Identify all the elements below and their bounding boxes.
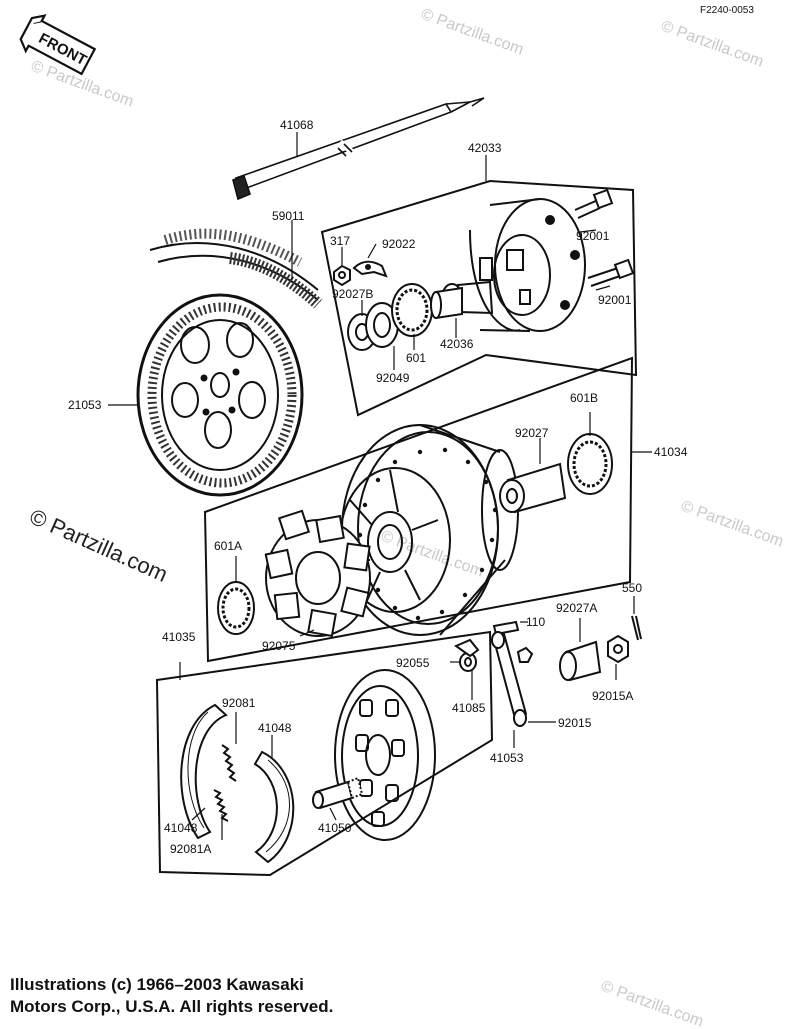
label-317: 317 (330, 234, 350, 248)
sprocket-hub-42033 (441, 198, 586, 332)
copyright-notice: Illustrations (c) 1966–2003 Kawasaki Mot… (10, 974, 570, 1018)
brake-cam-41050 (312, 776, 364, 810)
label-601A: 601A (214, 539, 242, 553)
label-41068: 41068 (280, 118, 314, 132)
label-92055: 92055 (396, 656, 430, 670)
damper-92075 (264, 509, 371, 638)
label-601: 601 (406, 351, 426, 365)
leader-lines (108, 132, 652, 840)
label-42036: 42036 (440, 337, 474, 351)
cotter-pin-550 (631, 615, 642, 641)
label-92075: 92075 (262, 639, 296, 653)
copyright-line-1: Illustrations (c) 1966–2003 Kawasaki (10, 975, 304, 994)
oil-seal-92049 (365, 302, 399, 348)
label-550: 550 (622, 581, 642, 595)
label-92049: 92049 (376, 371, 410, 385)
label-92027: 92027 (515, 426, 549, 440)
watermark-main: © Partzilla.com (26, 504, 172, 587)
bolt-92001-bottom (587, 258, 635, 287)
diagram-code: F2240-0053 (700, 5, 754, 16)
collar-92027A (559, 640, 602, 682)
label-41050: 41050 (318, 821, 352, 835)
spring-92081 (221, 744, 237, 782)
lock-plate-92022 (352, 260, 388, 278)
label-41034: 41034 (654, 445, 688, 459)
brake-panel (334, 669, 436, 841)
label-92027B: 92027B (332, 287, 373, 301)
label-601B: 601B (570, 391, 598, 405)
group-box-42033 (320, 179, 638, 417)
nut-317 (333, 264, 351, 287)
collar-42036 (430, 286, 463, 320)
label-59011: 59011 (272, 209, 305, 223)
brake-shoe-41048-left (180, 703, 228, 840)
spacer-92027 (499, 462, 567, 514)
nut-92015 (516, 646, 534, 663)
watermark-tile: © Partzilla.com (379, 528, 486, 581)
label-41035: 41035 (162, 630, 196, 644)
label-92022: 92022 (382, 237, 416, 251)
axle-41068 (232, 97, 485, 201)
label-92081: 92081 (222, 696, 256, 710)
watermark-tile: © Partzilla.com (659, 18, 766, 71)
copyright-line-2: Motors Corp., U.S.A. All rights reserved… (10, 997, 334, 1016)
label-92015A: 92015A (592, 689, 633, 703)
watermark-tile: © Partzilla.com (679, 498, 786, 551)
indicator-41085 (453, 638, 480, 658)
label-92081A: 92081A (170, 842, 211, 856)
bolt-110 (492, 620, 520, 636)
watermark-tile: © Partzilla.com (599, 978, 706, 1029)
belt-59011 (149, 228, 323, 309)
bolt-92001-top (574, 188, 614, 219)
label-41085: 41085 (452, 701, 486, 715)
label-92027A: 92027A (556, 601, 597, 615)
label-41048-upper: 41048 (258, 721, 292, 735)
bearing-601B (567, 433, 613, 495)
label-41053: 41053 (490, 751, 524, 765)
part-labels: 41068 42033 59011 317 92022 92027B 92001… (68, 118, 688, 856)
bearing-601 (391, 283, 433, 337)
watermark-tile: © Partzilla.com (419, 6, 526, 59)
group-box-41035 (155, 630, 494, 877)
group-box-41034 (203, 356, 634, 663)
cam-lever-41053 (491, 631, 528, 727)
spring-92081A (213, 789, 229, 822)
label-92001-top: 92001 (576, 229, 610, 243)
bearing-601A (217, 581, 255, 635)
label-42033: 42033 (468, 141, 502, 155)
label-92001-bottom: 92001 (598, 293, 632, 307)
nut-92015A (607, 634, 629, 664)
watermark-tiles: © Partzilla.com © Partzilla.com © Partzi… (29, 6, 786, 1029)
pulley-21053 (136, 293, 304, 497)
label-21053: 21053 (68, 398, 102, 412)
label-41048-lower: 41048 (164, 821, 198, 835)
label-92015: 92015 (558, 716, 592, 730)
brake-shoe-41048-right (253, 750, 295, 864)
label-110: 110 (526, 615, 545, 629)
